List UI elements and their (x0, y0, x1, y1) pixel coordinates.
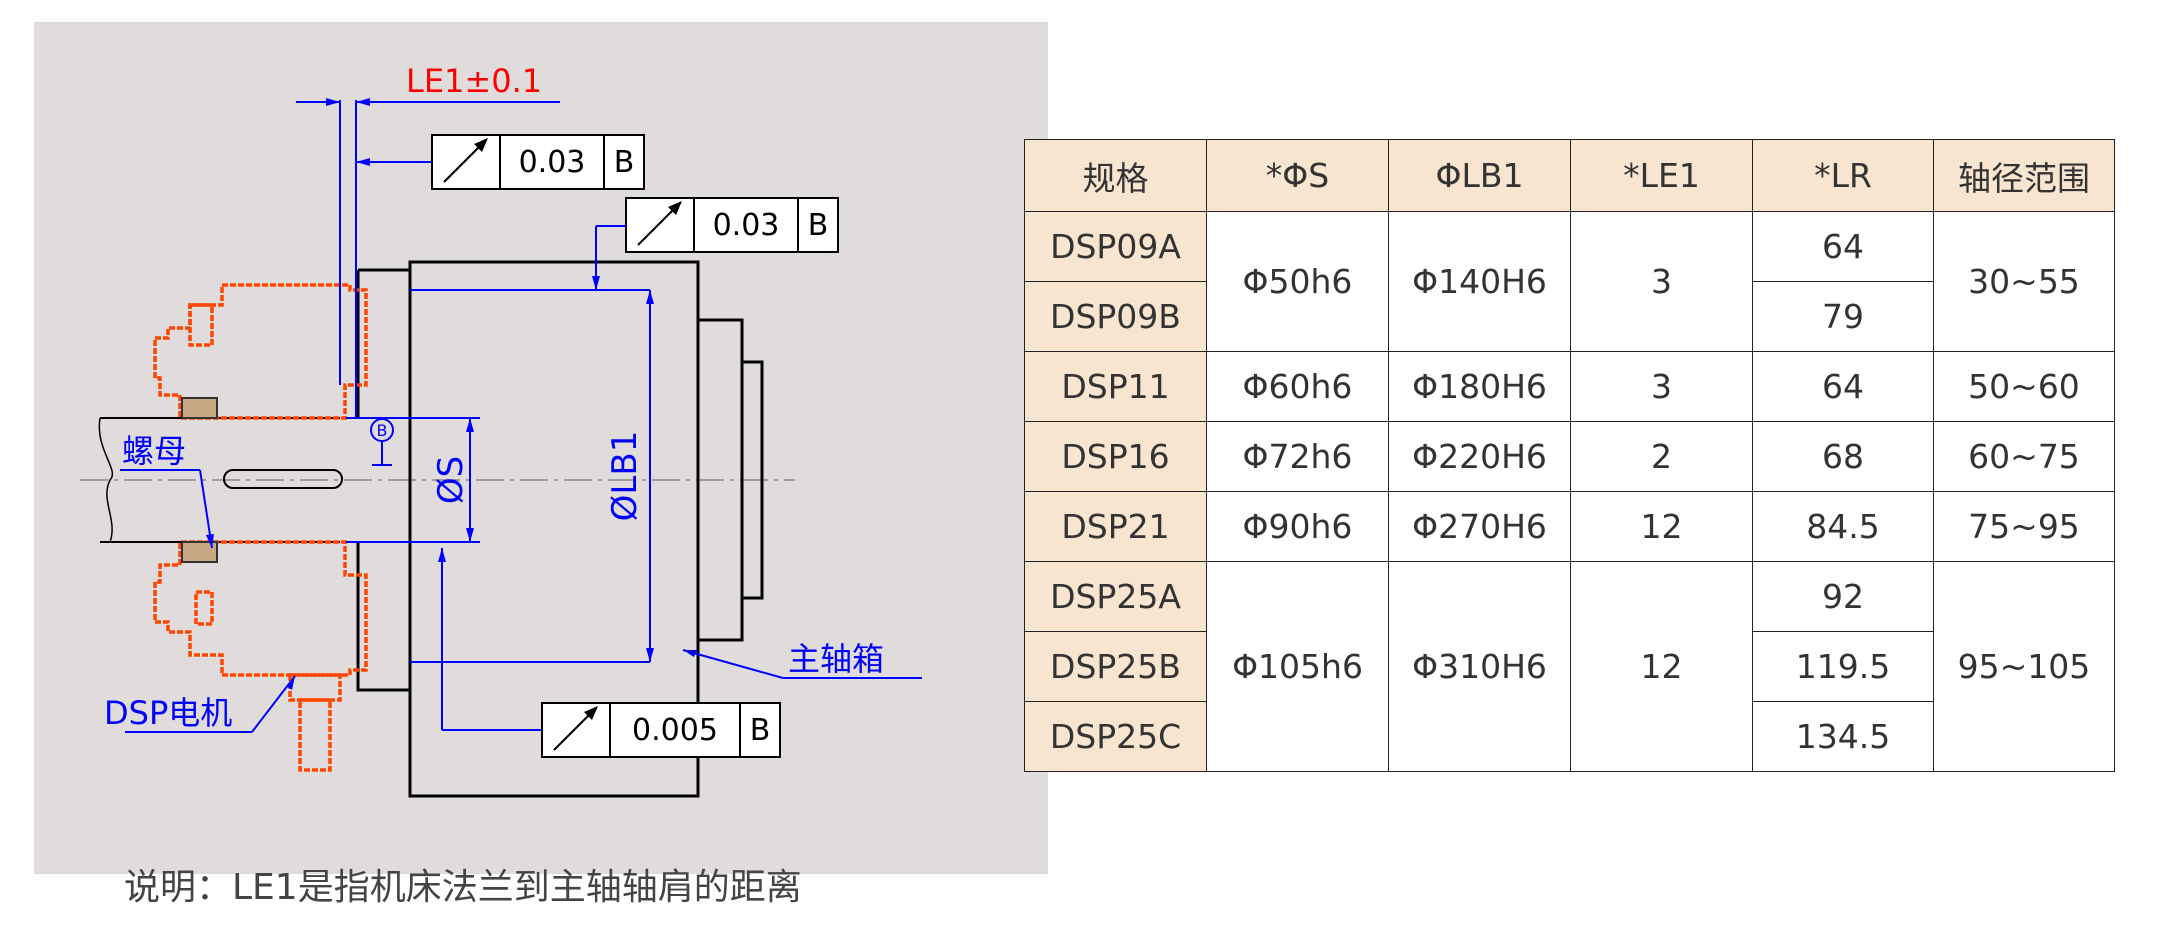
cell-lb1: Φ140H6 (1388, 211, 1571, 352)
feature-frame-1: 0.03 B (431, 134, 645, 190)
header-s: *ΦS (1206, 139, 1389, 212)
table-row: DSP16 Φ72h6 Φ220H6 2 68 60~75 (1024, 421, 2115, 492)
nut-top (181, 397, 218, 419)
frame3-datum: B (750, 713, 771, 748)
cell-le1: 3 (1570, 351, 1753, 422)
frame2-value: 0.03 (713, 208, 780, 243)
header-range: 轴径范围 (1933, 139, 2115, 212)
table-row: DSP09B 79 (1024, 281, 2115, 352)
frame2-datum: B (808, 208, 829, 243)
spindle-housing (356, 260, 764, 798)
cell-lb1: Φ310H6 (1388, 561, 1571, 772)
cell-lr: 119.5 (1752, 631, 1934, 702)
tolerance-label: LE1±0.1 (406, 62, 542, 100)
dim-s-label: ØS (431, 456, 471, 504)
table-row: DSP09A Φ50h6 Φ140H6 3 64 30~55 (1024, 211, 2115, 352)
spindle-shaft (98, 417, 343, 543)
cell-model: DSP25A (1024, 561, 1207, 632)
cell-range: 75~95 (1933, 491, 2115, 562)
table-row: DSP25C 134.5 (1024, 701, 2115, 772)
footnote: 说明：LE1是指机床法兰到主轴轴肩的距离 (124, 867, 802, 908)
frame3-value: 0.005 (632, 713, 718, 748)
cell-s: Φ50h6 (1206, 211, 1389, 352)
cell-range: 30~55 (1933, 211, 2115, 352)
frame1-value: 0.03 (519, 145, 586, 180)
table-row: DSP25A Φ105h6 Φ310H6 12 92 95~105 (1024, 561, 2115, 772)
datum-symbol (370, 418, 394, 442)
cell-model: DSP16 (1024, 421, 1207, 492)
cell-lr: 79 (1752, 281, 1934, 352)
cell-s: Φ60h6 (1206, 351, 1389, 422)
cell-le1: 12 (1570, 491, 1753, 562)
cell-lr: 92 (1752, 561, 1934, 632)
label-housing: 主轴箱 (788, 640, 884, 678)
cell-range: 95~105 (1933, 561, 2115, 772)
frame1-datum: B (614, 145, 635, 180)
label-nut: 螺母 (122, 432, 186, 470)
cell-lr: 64 (1752, 351, 1934, 422)
cell-model: DSP25C (1024, 701, 1207, 772)
header-lr: *LR (1752, 139, 1934, 212)
cell-le1: 3 (1570, 211, 1753, 352)
arrowheads (206, 98, 697, 690)
datum-letter: B (377, 421, 388, 440)
table-header-row: 规格 *ΦS ΦLB1 *LE1 *LR 轴径范围 (1024, 139, 2115, 212)
cell-s: Φ72h6 (1206, 421, 1389, 492)
cell-lb1: Φ180H6 (1388, 351, 1571, 422)
cell-model: DSP25B (1024, 631, 1207, 702)
cell-lb1: Φ220H6 (1388, 421, 1571, 492)
cell-lb1: Φ270H6 (1388, 491, 1571, 562)
cell-model: DSP21 (1024, 491, 1207, 562)
spec-table: 规格 *ΦS ΦLB1 *LE1 *LR 轴径范围 DSP09A Φ50h6 Φ… (1024, 139, 2115, 772)
table-row: DSP21 Φ90h6 Φ270H6 12 84.5 75~95 (1024, 491, 2115, 562)
label-motor: DSP电机 (104, 694, 232, 732)
header-lb1: ΦLB1 (1388, 139, 1571, 212)
cell-model: DSP11 (1024, 351, 1207, 422)
cell-range: 50~60 (1933, 351, 2115, 422)
header-spec: 规格 (1024, 139, 1207, 212)
feature-frame-3: 0.005 B (541, 702, 781, 758)
cell-le1: 12 (1570, 561, 1753, 772)
cell-lr: 84.5 (1752, 491, 1934, 562)
dim-lb1-label: ØLB1 (605, 431, 645, 522)
table-row: DSP11 Φ60h6 Φ180H6 3 64 50~60 (1024, 351, 2115, 422)
cell-lr: 68 (1752, 421, 1934, 492)
cell-lr: 134.5 (1752, 701, 1934, 772)
cell-s: Φ105h6 (1206, 561, 1389, 772)
feature-frame-2: 0.03 B (596, 197, 839, 253)
cell-range: 60~75 (1933, 421, 2115, 492)
nut-bottom (181, 541, 218, 563)
cell-s: Φ90h6 (1206, 491, 1389, 562)
cell-model: DSP09B (1024, 281, 1207, 352)
cell-le1: 2 (1570, 421, 1753, 492)
cell-lr: 64 (1752, 211, 1934, 282)
cell-model: DSP09A (1024, 211, 1207, 282)
dsp-motor (153, 283, 368, 772)
header-le1: *LE1 (1570, 139, 1753, 212)
